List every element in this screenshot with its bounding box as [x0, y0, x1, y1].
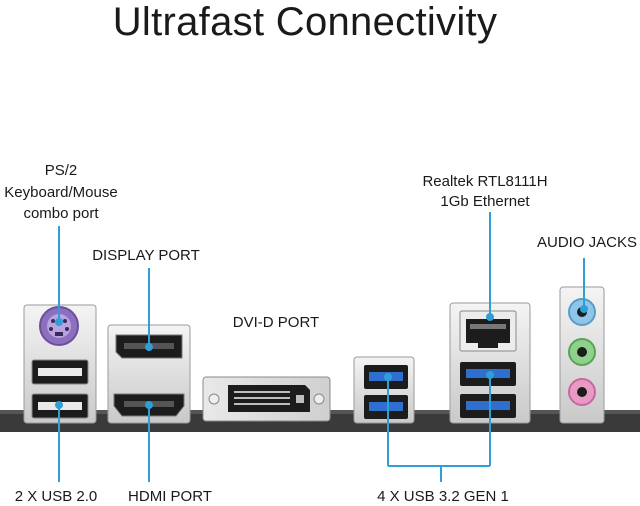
hdmi-port-label: HDMI PORT [128, 488, 212, 505]
usb-port-icon [364, 395, 408, 419]
audio-jacks-stack [559, 286, 605, 424]
usb-port-icon [460, 394, 516, 418]
audio-jacks-label: AUDIO JACKS [536, 234, 638, 251]
ps2-usb20-stack [23, 304, 97, 424]
ethernet-port-icon [459, 310, 517, 352]
audio-jack-icon [568, 378, 596, 406]
usb32-stack-left [353, 356, 415, 424]
ps2-label-line3: combo port [23, 205, 99, 222]
usb-port-icon [31, 359, 89, 385]
ps2-label-line1: PS/2 [44, 162, 78, 179]
callout-lines [55, 212, 588, 482]
display-port-label: DISPLAY PORT [92, 247, 200, 264]
usb20-label: 2 X USB 2.0 [14, 488, 98, 505]
usb32-label: 4 X USB 3.2 GEN 1 [377, 488, 509, 505]
dvi-d-port-label: DVI-D PORT [232, 314, 320, 331]
ethernet-label-line2: 1Gb Ethernet [440, 193, 530, 210]
ethernet-label-line1: Realtek RTL8111H [422, 173, 548, 190]
ps2-label-line2: Keyboard/Mouse [4, 184, 118, 201]
page-title: Ultrafast Connectivity [112, 0, 498, 44]
audio-jack-icon [568, 338, 596, 366]
dvi-port-icon [202, 376, 331, 422]
